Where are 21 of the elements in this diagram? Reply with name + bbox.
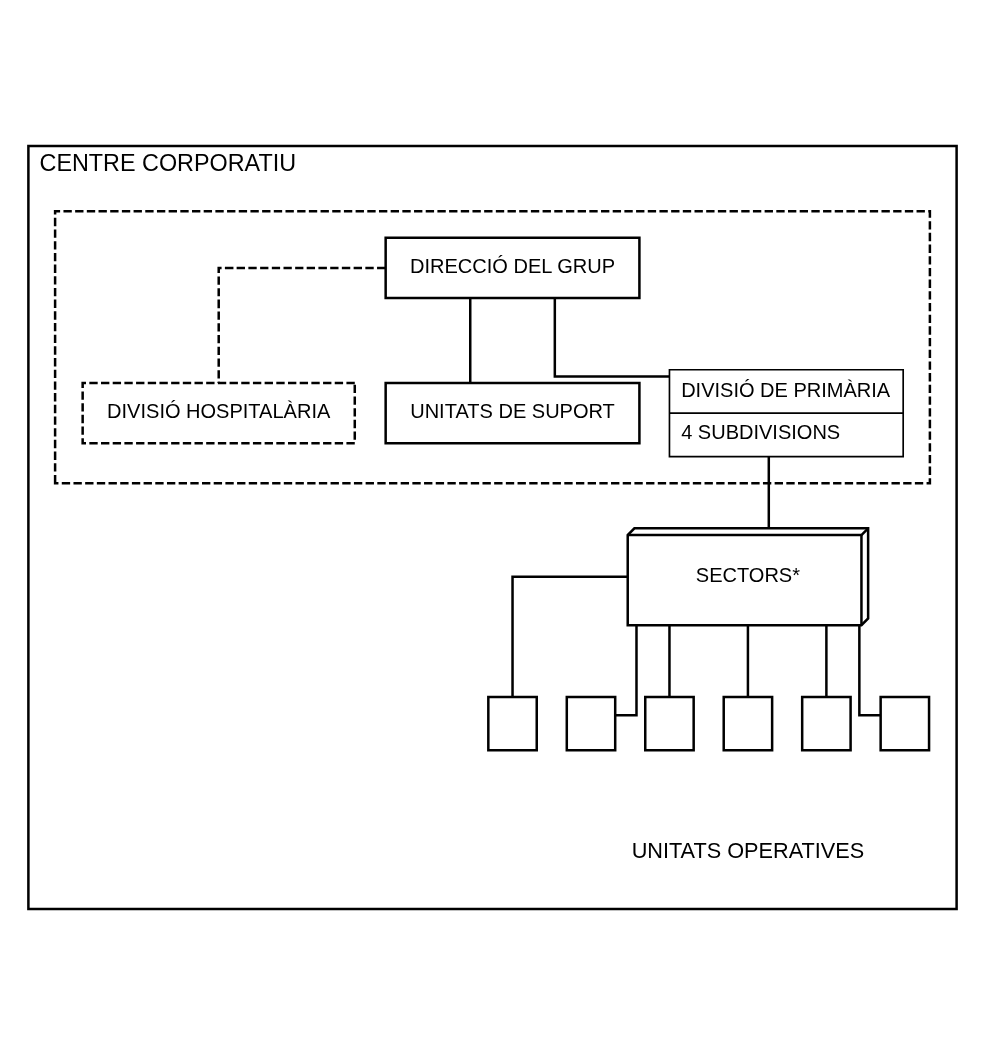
- node-box: [879, 695, 931, 752]
- connector: [615, 625, 638, 717]
- connector: [217, 266, 386, 384]
- connector: [858, 625, 881, 717]
- connector: [511, 575, 628, 697]
- node-box: UNITATS DE SUPORT: [384, 381, 641, 445]
- node-box: DIVISIÓ HOSPITALÀRIA: [81, 381, 356, 445]
- cluster: [53, 209, 932, 485]
- connector: [746, 625, 750, 697]
- connector: [553, 298, 670, 378]
- node-box: [644, 695, 695, 752]
- node-box: [722, 695, 774, 752]
- connector: [668, 625, 671, 697]
- connector: [767, 456, 771, 528]
- connector: [469, 298, 472, 384]
- node-box: [487, 695, 538, 752]
- node-box: [565, 695, 617, 752]
- connector: [825, 625, 828, 697]
- node-box: DIRECCIÓ DEL GRUP: [384, 236, 641, 300]
- node-box: [800, 695, 852, 752]
- label: UNITATS OPERATIVES: [631, 837, 865, 863]
